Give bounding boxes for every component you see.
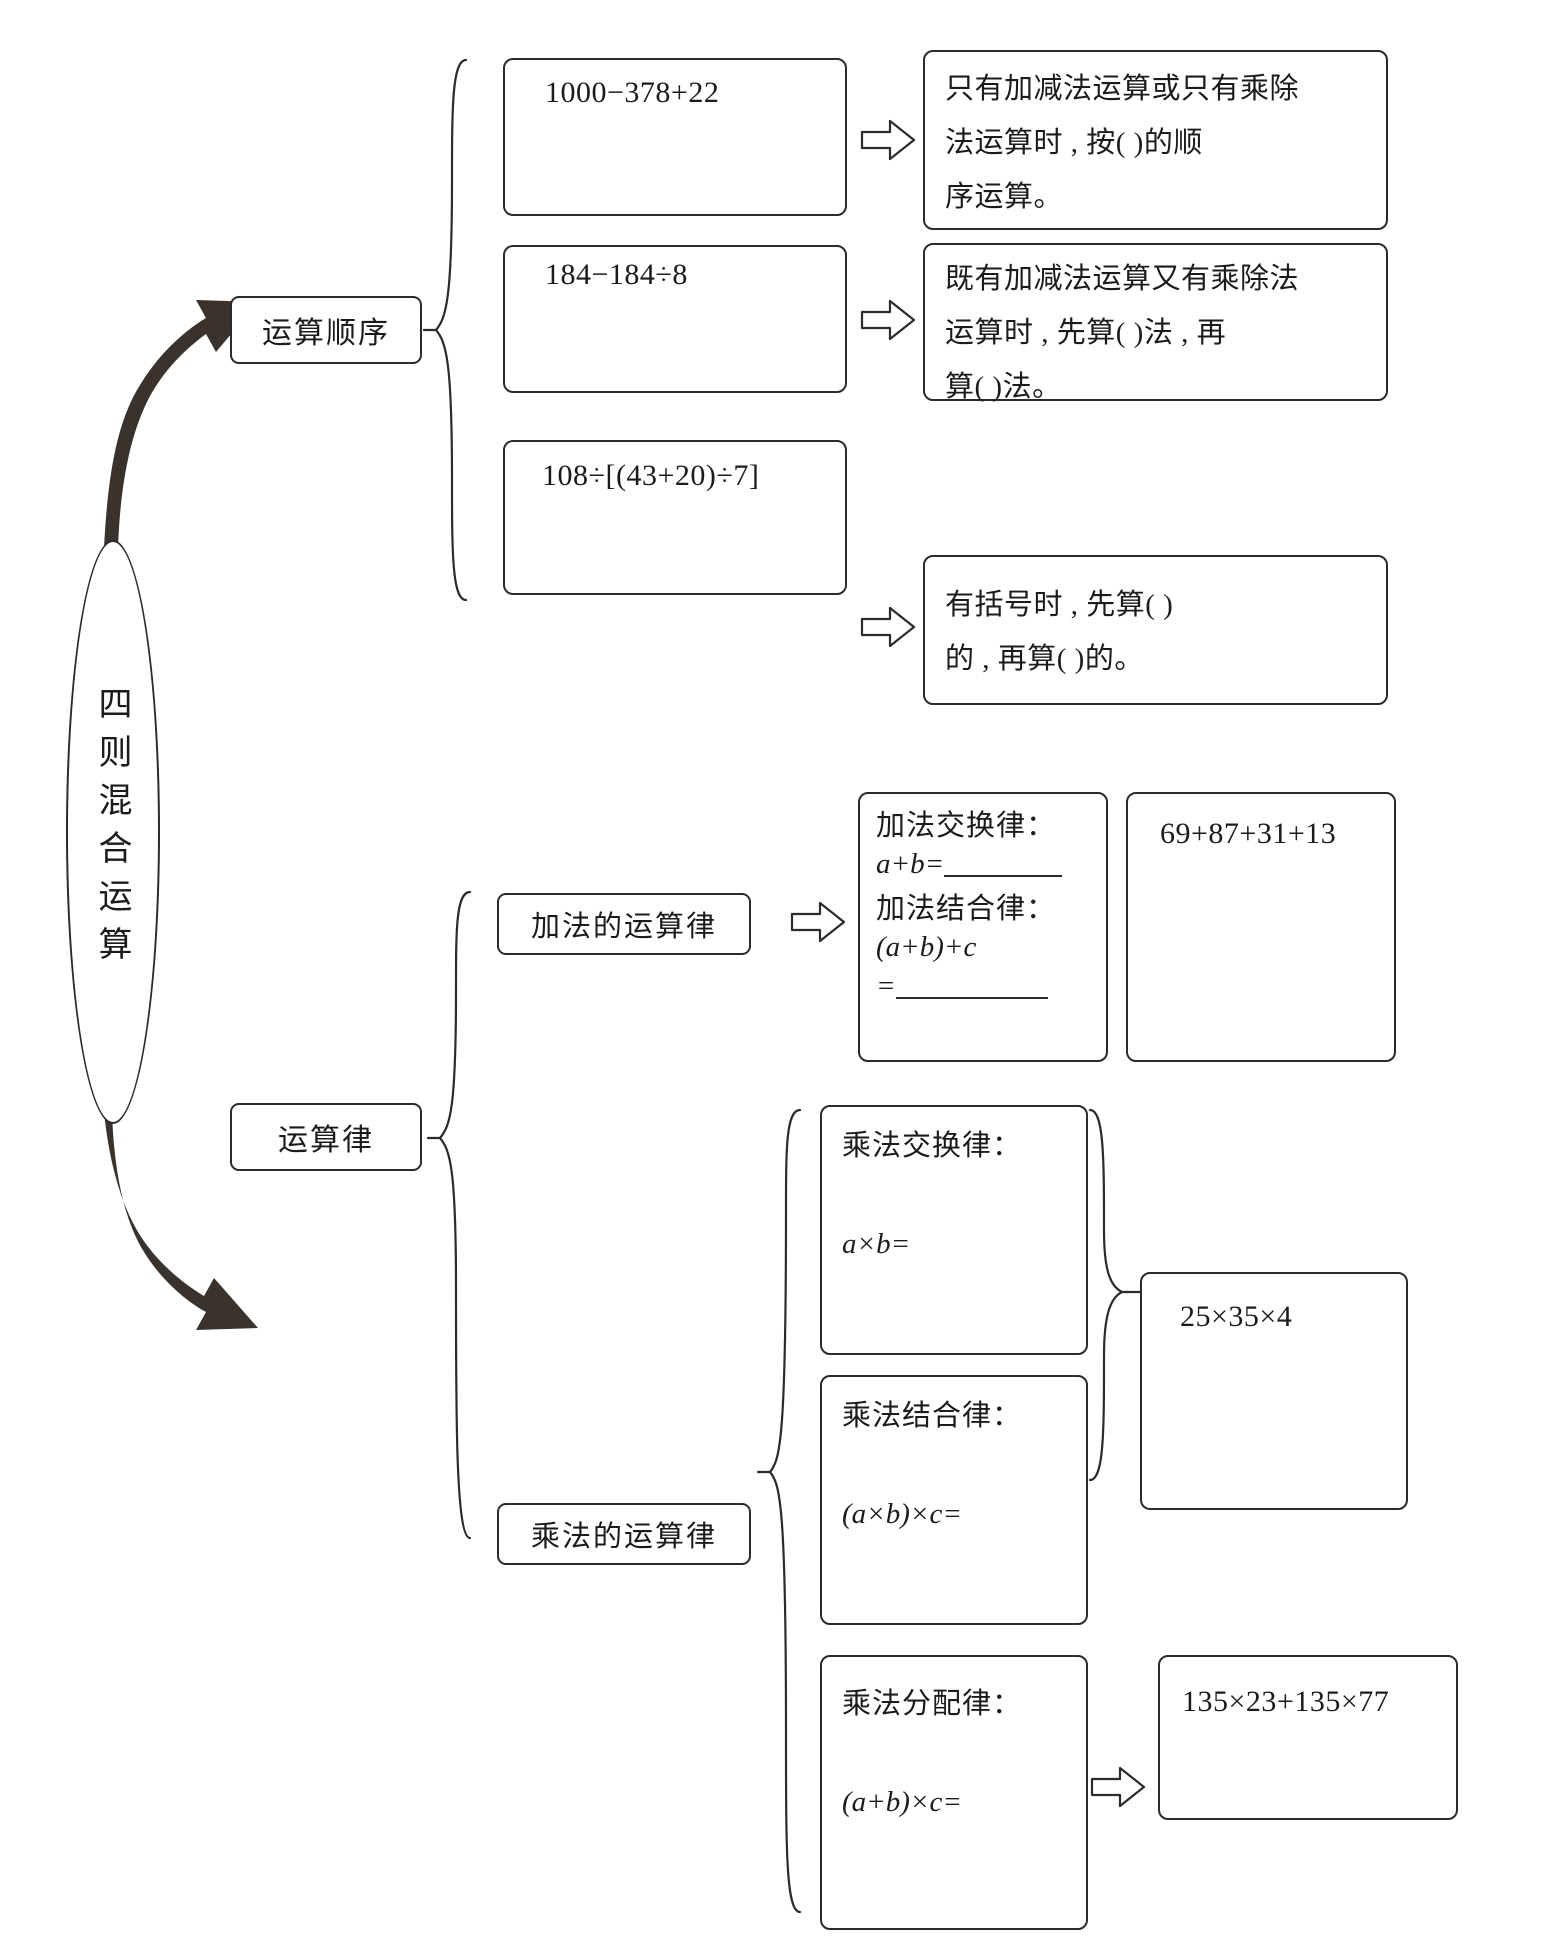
law-formula-add-associative-equals: =	[876, 970, 896, 1002]
mult-commutative-content: 乘法交换律： a×b=	[842, 1122, 1080, 1261]
law-formula-add-associative: (a+b)+c	[876, 931, 977, 963]
law-title-mult-commutative: 乘法交换律：	[842, 1130, 1023, 1162]
expression-text-1: 1000−378+22	[545, 76, 720, 109]
rule-box-1	[923, 50, 1388, 230]
expression-text-3: 108÷[(43+20)÷7]	[542, 459, 760, 492]
mult-distributive-content: 乘法分配律： (a+b)×c=	[842, 1680, 1080, 1819]
arrow-right-icon-4	[790, 901, 846, 943]
branch-node-operation-laws[interactable]: 运算律	[230, 1103, 422, 1171]
rule-line: 的 , 再算( )的。	[945, 643, 1144, 675]
rule-box-3	[923, 555, 1388, 705]
center-node-label: 四则混合运算	[93, 686, 130, 974]
branch-label-laws: 运算律	[278, 1124, 374, 1157]
rule-text-1: 只有加减法运算或只有乘除 法运算时 , 按( )的顺 序运算。	[945, 62, 1375, 224]
rule-text-3: 有括号时 , 先算( ) 的 , 再算( )的。	[945, 578, 1375, 686]
expression-box-1	[503, 58, 847, 216]
answer-blank[interactable]	[944, 849, 1063, 877]
arrow-right-icon-3	[860, 606, 916, 648]
rule-box-2	[923, 243, 1388, 401]
rule-line: 算( )法。	[945, 371, 1062, 403]
mult-example-text-2: 135×23+135×77	[1182, 1685, 1390, 1718]
mult-associative-box	[820, 1375, 1088, 1625]
center-node-ellipse	[66, 540, 160, 1124]
rule-line: 法运算时 , 按( )的顺	[945, 127, 1203, 159]
law-title-mult-distributive: 乘法分配律：	[842, 1688, 1023, 1720]
expression-box-3	[503, 440, 847, 595]
law-formula-mult-distributive: (a+b)×c=	[842, 1786, 962, 1818]
group-label-addition: 加法的运算律	[530, 911, 717, 943]
expression-box-2	[503, 245, 847, 393]
branch-label-order: 运算顺序	[262, 317, 390, 350]
law-title-add-commutative: 加法交换律：	[876, 810, 1057, 842]
rule-line: 只有加减法运算或只有乘除	[945, 73, 1300, 105]
addition-law-box	[858, 792, 1108, 1062]
rule-line: 有括号时 , 先算( )	[945, 589, 1174, 621]
law-title-mult-associative: 乘法结合律：	[842, 1400, 1023, 1432]
arrow-right-icon-2	[860, 299, 916, 341]
addition-example-box	[1126, 792, 1396, 1062]
law-formula-mult-associative: (a×b)×c=	[842, 1498, 962, 1530]
addition-example-text: 69+87+31+13	[1160, 817, 1337, 850]
group-node-addition-laws[interactable]: 加法的运算律	[497, 893, 751, 955]
law-title-add-associative: 加法结合律：	[876, 893, 1057, 925]
mult-example-box-2	[1158, 1655, 1458, 1820]
arrow-right-icon-5	[1090, 1766, 1146, 1808]
rule-line: 运算时 , 先算( )法 , 再	[945, 317, 1227, 349]
group-label-multiplication: 乘法的运算律	[530, 1521, 717, 1553]
arrow-right-icon-1	[860, 119, 916, 161]
law-formula-add-commutative: a+b=	[876, 848, 945, 880]
mult-example-box-1	[1140, 1272, 1408, 1510]
group-node-multiplication-laws[interactable]: 乘法的运算律	[497, 1503, 751, 1565]
rule-text-2: 既有加减法运算又有乘除法 运算时 , 先算( )法 , 再 算( )法。	[945, 252, 1375, 414]
branch-node-order-of-operations[interactable]: 运算顺序	[230, 296, 422, 364]
rule-line: 序运算。	[945, 181, 1064, 213]
expression-text-2: 184−184÷8	[545, 258, 688, 291]
rule-line: 既有加减法运算又有乘除法	[945, 263, 1300, 295]
answer-blank[interactable]	[895, 971, 1048, 999]
law-formula-mult-commutative: a×b=	[842, 1228, 911, 1260]
mult-associative-content: 乘法结合律： (a×b)×c=	[842, 1392, 1080, 1531]
mult-distributive-box	[820, 1655, 1088, 1930]
addition-law-content: 加法交换律： a+b= 加法结合律： (a+b)+c =	[876, 802, 1098, 1003]
mult-commutative-box	[820, 1105, 1088, 1355]
mult-example-text-1: 25×35×4	[1180, 1300, 1293, 1333]
